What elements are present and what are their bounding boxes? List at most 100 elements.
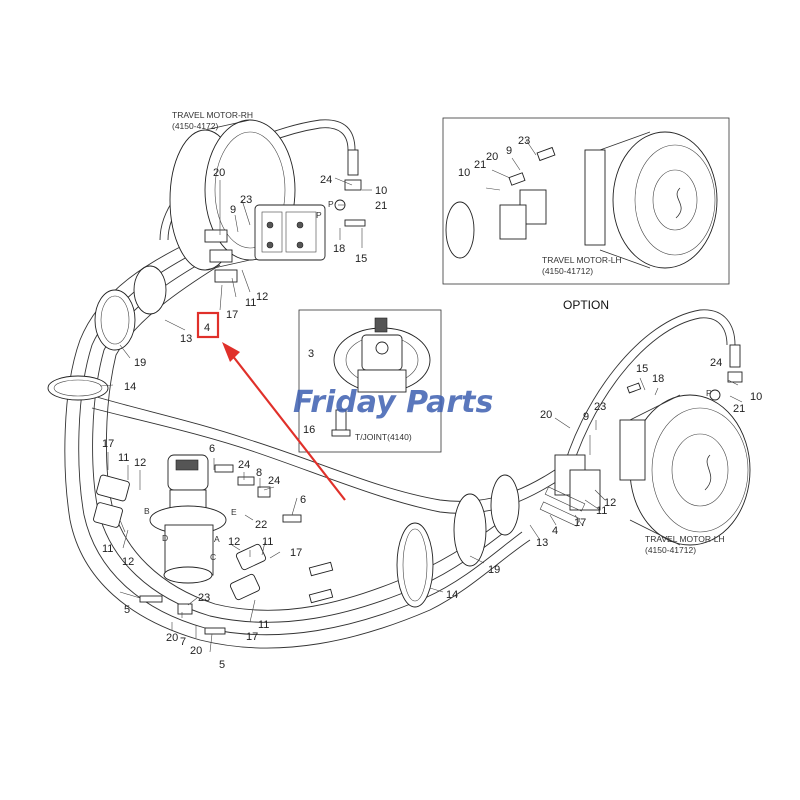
port-letter-a: A	[214, 534, 220, 544]
callout-21-rh: 21	[375, 200, 387, 212]
caption-tjoint: T/JOINT(4140)	[355, 432, 412, 442]
callout-17-center-b: 17	[290, 547, 302, 559]
callout-17-lh: 17	[574, 517, 586, 529]
caption-option-motor-code: (4150-41712)	[542, 266, 593, 276]
flange-blocks-left	[93, 474, 267, 601]
manifold-lh	[539, 454, 601, 527]
hose-clamp-right-c	[490, 474, 520, 536]
callout-19-rh: 19	[134, 357, 146, 369]
callout-15-rh: 15	[355, 253, 367, 265]
hose-clamp-left-ring	[47, 375, 109, 401]
callout-17-center-c: 17	[246, 631, 258, 643]
port-letter-p-lh: P	[706, 388, 712, 398]
callout-11-rh: 11	[245, 297, 256, 309]
port-letter-p-rh-2: P	[328, 199, 334, 209]
callout-23-rh: 23	[240, 194, 252, 206]
callout-11-center-b: 11	[102, 543, 113, 555]
callout-5-center-b: 5	[219, 659, 225, 671]
travel-motor-rh	[169, 119, 326, 283]
callout-24-lh: 24	[710, 357, 722, 369]
callout-11-lh: 11	[596, 505, 607, 517]
callout-20-lh: 20	[540, 409, 552, 421]
callout-11-center-a: 11	[118, 452, 129, 464]
callout-12-lh: 12	[604, 497, 616, 509]
callout-12-center-c: 12	[228, 536, 240, 548]
callout-15-lh: 15	[636, 363, 648, 375]
callout-numbers: 20 24 10 21 23 9 18 15 12 11 17 4 13 19 …	[102, 135, 762, 671]
caption-option-motor-title: TRAVEL MOTOR-LH	[542, 255, 622, 265]
fitting-rh-top	[334, 149, 366, 227]
option-label: OPTION	[563, 298, 609, 312]
highlight-arrow-shaft	[231, 354, 346, 501]
tjoint-detail	[331, 317, 431, 437]
callout-24-center-a: 24	[238, 459, 250, 471]
highlight-box	[196, 311, 220, 339]
callout-10-rh: 10	[375, 185, 387, 197]
callout-14-lh: 14	[446, 589, 458, 601]
hose-clamp-right-b	[453, 493, 487, 567]
callout-20-option: 20	[486, 151, 498, 163]
callout-3-tjoint: 3	[308, 348, 314, 360]
callout-5-center-a: 5	[124, 604, 130, 616]
callout-23-center: 23	[198, 592, 210, 604]
callout-4-highlight: 4	[204, 322, 210, 334]
fitting-lh-top	[626, 344, 743, 401]
tjoint-box-frame	[298, 309, 442, 453]
callout-21-option: 21	[474, 159, 486, 171]
callout-23-lh: 23	[594, 401, 606, 413]
caption-motor-rh-title: TRAVEL MOTOR-RH	[172, 110, 253, 120]
callout-23-option: 23	[518, 135, 530, 147]
leader-lines	[99, 139, 743, 653]
callout-20-rh: 20	[213, 167, 225, 179]
callout-18-rh: 18	[333, 243, 345, 255]
callout-4-lh: 4	[552, 525, 558, 537]
callout-13-rh: 13	[180, 333, 192, 345]
callout-9-rh: 9	[230, 204, 236, 216]
fittings-center	[139, 464, 334, 635]
callout-9-option: 9	[506, 145, 512, 157]
callout-21-lh: 21	[733, 403, 745, 415]
port-letter-p-rh: P	[316, 210, 322, 220]
option-box-frame	[442, 117, 730, 285]
callout-22-center: 22	[255, 519, 267, 531]
callout-12-center-a: 12	[134, 457, 146, 469]
callout-10-option: 10	[458, 167, 470, 179]
callout-7-center: 7	[180, 636, 186, 648]
callout-20-center-a: 20	[166, 632, 178, 644]
caption-motor-lh-title: TRAVEL MOTOR-LH	[645, 534, 725, 544]
center-turn-joint	[149, 454, 227, 584]
callout-12-rh: 12	[256, 291, 268, 303]
callout-11-center-c: 11	[262, 536, 273, 548]
callout-17-rh: 17	[226, 309, 238, 321]
callout-24-rh: 24	[320, 174, 332, 186]
port-letter-e: E	[231, 507, 237, 517]
callout-6-center-a: 6	[209, 443, 215, 455]
callout-10-lh: 10	[750, 391, 762, 403]
callout-6-center-b: 6	[300, 494, 306, 506]
callout-14-rh: 14	[124, 381, 136, 393]
hose-top-lh	[559, 309, 736, 483]
hose-clamp-left-upper	[94, 289, 136, 351]
callout-12-center-b: 12	[122, 556, 134, 568]
callout-17-center-a: 17	[102, 438, 114, 450]
port-letter-c: C	[210, 552, 216, 562]
watermark-text: Friday Parts	[293, 385, 493, 420]
callout-18-lh: 18	[652, 373, 664, 385]
callout-16-tjoint: 16	[303, 424, 315, 436]
callout-24-center-b: 24	[268, 475, 280, 487]
port-letter-d: D	[162, 533, 168, 543]
callout-11-center-d: 11	[258, 619, 269, 631]
option-motor	[445, 131, 718, 269]
callout-13-lh: 13	[536, 537, 548, 549]
callout-9-lh: 9	[583, 411, 589, 423]
caption-motor-rh-code: (4150-4172)	[172, 121, 218, 131]
caption-motor-lh-code: (4150-41712)	[645, 545, 696, 555]
travel-motor-lh	[619, 394, 751, 546]
hose-clamp-left-mid	[133, 265, 167, 315]
callout-20-center-b: 20	[190, 645, 202, 657]
highlight-arrow-head	[222, 342, 240, 362]
port-letter-b: B	[144, 506, 150, 516]
callout-8-center: 8	[256, 467, 262, 479]
callout-19-lh: 19	[488, 564, 500, 576]
